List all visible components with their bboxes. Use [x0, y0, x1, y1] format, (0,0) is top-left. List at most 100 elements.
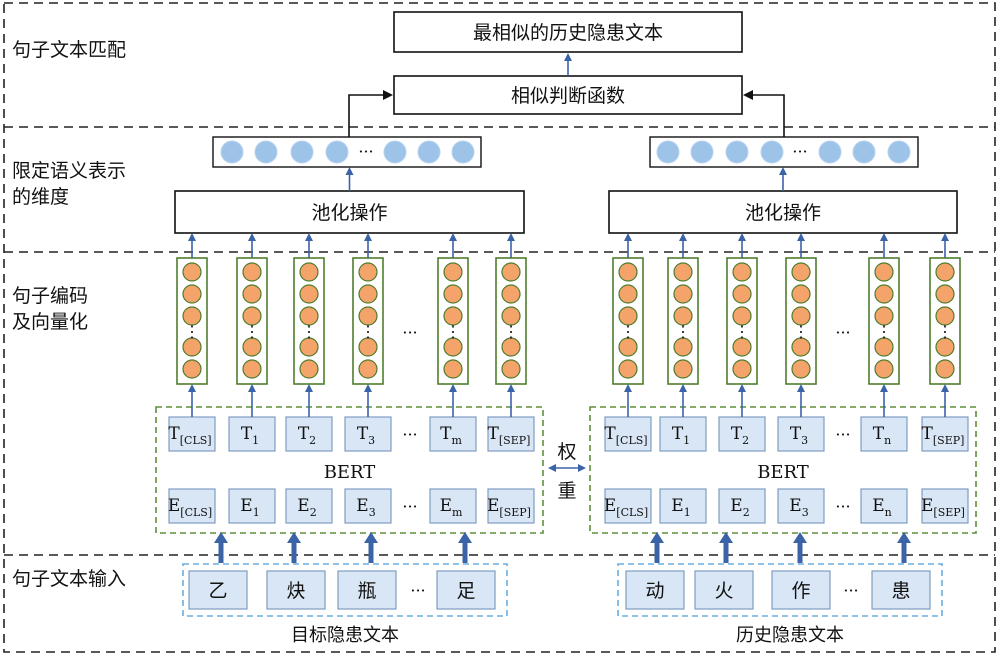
- vector-dimension: [760, 140, 784, 164]
- input-embedding-box: [344, 488, 392, 524]
- weight-label-1: 权: [557, 441, 576, 463]
- branch-caption: 目标隐患文本: [291, 625, 399, 646]
- column-ellipsis: ⋮: [793, 322, 809, 341]
- arrow-input-to-bert-head: [364, 532, 378, 543]
- column-ellipsis: ⋮: [675, 322, 691, 341]
- input-embedding-box: [168, 488, 216, 524]
- embedding-unit: [935, 262, 955, 282]
- input-character: 火: [714, 580, 733, 602]
- embedding-unit: [874, 284, 894, 304]
- vector-dimension: [451, 140, 475, 164]
- weight-label-2: 重: [557, 480, 576, 502]
- arrow-input-to-bert-head: [650, 532, 664, 543]
- section-label-dimension: 限定语义表示: [12, 160, 126, 182]
- input-embedding-box: [604, 488, 652, 524]
- output-token-label: T[CLS]: [168, 424, 211, 447]
- embedding-unit: [242, 337, 262, 357]
- text-input-region: [617, 563, 943, 617]
- input-character-box: [694, 570, 754, 610]
- output-token-label: T1: [672, 424, 690, 447]
- input-character: 足: [456, 580, 475, 602]
- output-token-box: [285, 416, 333, 452]
- embedding-unit: [299, 337, 319, 357]
- embedding-unit: [791, 262, 811, 282]
- embedding-unit: [673, 262, 693, 282]
- output-token-label: Tn: [873, 424, 891, 447]
- columns-ellipsis: ···: [835, 323, 850, 342]
- input-character-box: [771, 570, 831, 610]
- output-token-box: [604, 416, 652, 452]
- embedding-unit: [358, 306, 378, 326]
- output-token-box: [921, 416, 969, 452]
- input-characters-ellipsis: ···: [843, 581, 858, 600]
- embedding-unit: [618, 262, 638, 282]
- columns-ellipsis: ···: [402, 323, 417, 342]
- output-tokens-ellipsis: ···: [835, 425, 850, 444]
- embedding-unit: [618, 306, 638, 326]
- vector-dimension: [383, 140, 407, 164]
- vector-dimension: [325, 140, 349, 164]
- pooling-label: 池化操作: [311, 202, 387, 224]
- input-embedding-label: En: [872, 496, 892, 519]
- embedding-unit: [673, 284, 693, 304]
- column-ellipsis: ⋮: [503, 322, 519, 341]
- column-ellipsis: ⋮: [184, 322, 200, 341]
- vector-dimension: [690, 140, 714, 164]
- column-ellipsis: ⋮: [360, 322, 376, 341]
- input-character-box: [871, 570, 931, 610]
- input-character: 患: [891, 580, 910, 602]
- arrow-input-to-bert-head: [897, 532, 911, 543]
- similarity-function-box: [393, 75, 743, 115]
- embedding-unit: [182, 359, 202, 379]
- section-label-matching: 句子文本匹配: [12, 39, 126, 61]
- embedding-unit: [935, 306, 955, 326]
- input-embedding-box: [659, 488, 707, 524]
- embedding-unit: [501, 284, 521, 304]
- input-tokens-ellipsis: ···: [835, 497, 850, 516]
- input-character: 炔: [286, 580, 305, 602]
- input-embedding-box: [921, 488, 969, 524]
- input-embedding-label: E2: [730, 496, 749, 519]
- column-ellipsis: ⋮: [734, 322, 750, 341]
- input-embedding-box: [487, 488, 535, 524]
- embedding-unit: [673, 359, 693, 379]
- input-embedding-label: E[SEP]: [921, 496, 965, 519]
- output-token-box: [659, 416, 707, 452]
- embedding-unit: [443, 359, 463, 379]
- embedding-unit: [299, 284, 319, 304]
- arrow-input-to-bert-head: [287, 532, 301, 543]
- input-embedding-box: [429, 488, 477, 524]
- embedding-unit: [732, 306, 752, 326]
- output-tokens-ellipsis: ···: [402, 425, 417, 444]
- embedding-unit: [501, 306, 521, 326]
- embedding-unit: [242, 262, 262, 282]
- input-character: 作: [791, 580, 810, 602]
- input-embedding-box: [860, 488, 908, 524]
- input-embedding-box: [777, 488, 825, 524]
- embedding-unit: [299, 262, 319, 282]
- vector-dimension: [852, 140, 876, 164]
- input-character: 动: [645, 580, 664, 602]
- input-character-box: [436, 570, 496, 610]
- input-embedding-label: E3: [356, 496, 375, 519]
- top-result-label: 最相似的历史隐患文本: [473, 22, 663, 44]
- vector-dimension: [290, 140, 314, 164]
- embedding-unit: [443, 337, 463, 357]
- input-characters-ellipsis: ···: [410, 581, 425, 600]
- vector-dimension: [417, 140, 441, 164]
- embedding-unit: [299, 359, 319, 379]
- bert-encoder-region: [589, 406, 977, 534]
- embedding-unit: [673, 306, 693, 326]
- embedding-unit: [443, 262, 463, 282]
- arrow-left-vector-to-similarity: [348, 90, 393, 138]
- embedding-unit: [501, 359, 521, 379]
- section-label-encoding-line2: 及向量化: [12, 311, 88, 333]
- bert-label: BERT: [757, 462, 809, 483]
- embedding-unit: [443, 306, 463, 326]
- input-embedding-label: E2: [297, 496, 316, 519]
- input-embedding-label: E1: [240, 496, 259, 519]
- embedding-unit: [501, 262, 521, 282]
- embedding-unit: [242, 284, 262, 304]
- vector-dimension: [656, 140, 680, 164]
